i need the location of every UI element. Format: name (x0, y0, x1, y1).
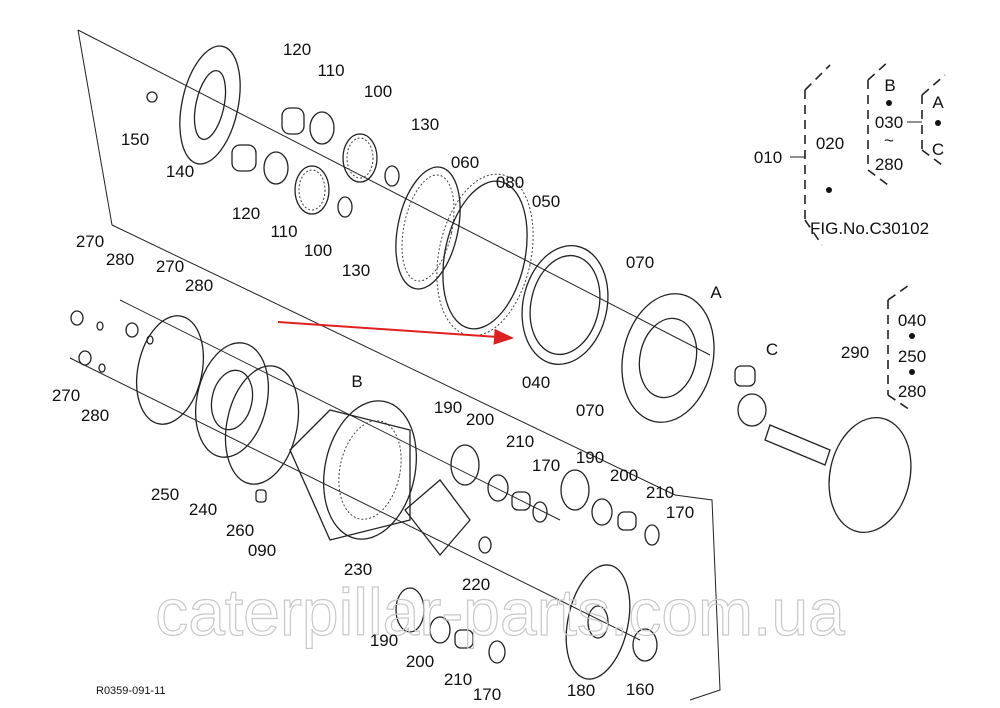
legend-range-end: 280 (875, 155, 903, 174)
legend-mark-c: C (932, 140, 944, 159)
part-number-label: 130 (411, 115, 439, 134)
part-number-label: 190 (370, 631, 398, 650)
legend-kit: 290 (841, 343, 869, 362)
part-number-label: 210 (444, 670, 472, 689)
legend-assembly: 010 (754, 148, 782, 167)
part-number-label: 270 (156, 257, 184, 276)
part-number-label: 060 (451, 153, 479, 172)
part-number-label: 200 (610, 466, 638, 485)
part-number-label: 040 (522, 373, 550, 392)
part-number-label: 070 (626, 253, 654, 272)
drawing-code: R0359-091-11 (96, 685, 166, 697)
part-number-label: 230 (344, 560, 372, 579)
watermark: caterpillar-parts.com.ua (155, 575, 845, 649)
part-number-label: 100 (304, 241, 332, 260)
legend-sub: 020 (816, 134, 844, 153)
part-number-label: 170 (666, 503, 694, 522)
part-number-labels: 120 110 100 150 140 130 060 080 050 120 110 100 130 2… (52, 40, 778, 704)
legend-range-start: 030 (875, 113, 903, 132)
legend-mark-a: A (932, 93, 944, 112)
legend-kit-item: 250 (898, 347, 926, 366)
part-number-label: C (766, 340, 778, 359)
part-number-label: 130 (342, 261, 370, 280)
part-number-label: A (710, 283, 722, 302)
part-number-label: 210 (646, 483, 674, 502)
part-number-label: 280 (185, 276, 213, 295)
legend-range-sep: ~ (884, 131, 894, 150)
part-number-label: 170 (473, 685, 501, 704)
part-number-label: 050 (532, 192, 560, 211)
frame-lines (69, 29, 721, 701)
assembly-legend: 010 020 B 030 ~ 280 A C FIG.No.C30102 29… (754, 59, 946, 411)
part-number-label: 080 (496, 173, 524, 192)
part-number-label: 180 (567, 681, 595, 700)
part-number-label: 090 (248, 541, 276, 560)
legend-kit-item: 040 (898, 311, 926, 330)
part-number-label: 110 (317, 61, 344, 80)
part-number-label: 270 (76, 232, 104, 251)
legend-kit-item: 280 (898, 382, 926, 401)
part-number-label: 140 (166, 162, 194, 181)
part-number-label: 200 (466, 410, 494, 429)
part-number-label: 160 (626, 680, 654, 699)
legend-group-b: B (884, 76, 895, 95)
part-number-label: B (351, 372, 362, 391)
part-number-label: 250 (151, 485, 179, 504)
part-number-label: 280 (81, 406, 109, 425)
part-number-label: 070 (576, 401, 604, 420)
part-number-label: 240 (189, 500, 217, 519)
part-number-label: 270 (52, 386, 80, 405)
part-number-label: 260 (226, 521, 254, 540)
part-number-label: 150 (121, 130, 149, 149)
part-number-label: 220 (462, 575, 490, 594)
parts-shapes (70, 45, 912, 680)
part-number-label: 120 (232, 204, 260, 223)
part-number-label: 110 (270, 222, 297, 241)
part-number-label: 210 (506, 432, 534, 451)
part-number-label: 190 (576, 448, 604, 467)
part-number-label: 170 (532, 456, 560, 475)
highlight-arrow (277, 321, 514, 345)
part-number-label: 120 (283, 40, 311, 59)
part-number-label: 280 (106, 250, 134, 269)
part-number-label: 200 (406, 652, 434, 671)
part-number-label: 100 (364, 82, 392, 101)
figure-reference: FIG.No.C30102 (810, 219, 929, 238)
part-number-label: 190 (434, 398, 462, 417)
